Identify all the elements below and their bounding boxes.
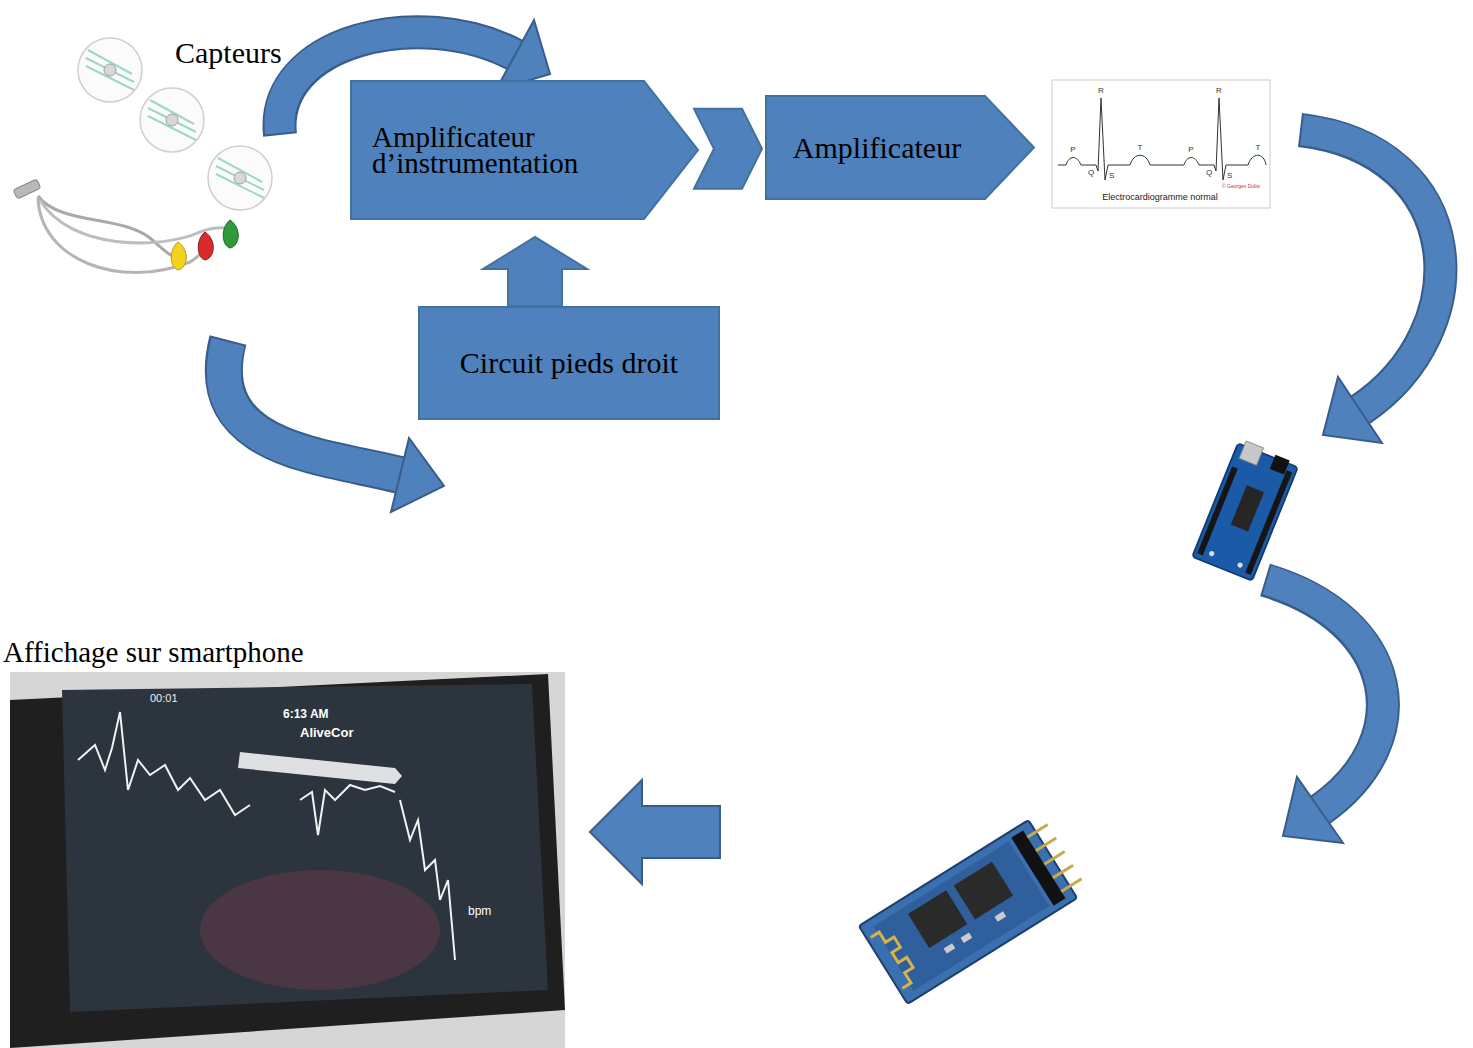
figure-text: P: [1070, 145, 1075, 154]
smartphone-photo: [10, 672, 565, 1048]
figure-text: R: [1216, 86, 1222, 95]
box-label: Circuit pieds droit: [460, 348, 678, 378]
figure-text: © Georges Dolisi: [1222, 184, 1260, 190]
caption-label: Affichage sur smartphone: [3, 636, 304, 669]
box-shape: [419, 307, 719, 419]
caption-label: bpm: [468, 905, 491, 919]
figure-text: R: [1098, 86, 1104, 95]
figure-text: Electrocardiogramme normal: [1102, 192, 1218, 202]
arduino-board: [1192, 438, 1300, 580]
figure-text: T: [1138, 143, 1143, 152]
box-label: Amplificateur: [793, 133, 961, 163]
figure-text: T: [1256, 143, 1261, 152]
ecg-picture: [1052, 80, 1270, 208]
figure-text: Q: [1206, 168, 1212, 177]
figure-text: P: [1188, 145, 1193, 154]
bluetooth-module: [859, 813, 1089, 1004]
block-arrow: [590, 780, 720, 884]
caption-label: 6:13 AM: [283, 708, 329, 722]
caption-label: AliveCor: [300, 726, 353, 741]
process-arrow-box: Amplificateur d’instrumentation: [350, 80, 699, 220]
caption-label: 00:01: [150, 692, 178, 705]
block-arrow: [694, 109, 762, 189]
process-arrow-box: Amplificateur: [765, 95, 1035, 200]
box-text-area: Amplificateur: [781, 95, 973, 200]
figure-text: S: [1227, 171, 1232, 180]
block-arrow: [483, 237, 587, 306]
box-text-area: Amplificateur d’instrumentation: [372, 80, 632, 220]
box-shape: [766, 96, 1034, 199]
curved-arrow: [1265, 580, 1383, 843]
electrode-cable: [13, 179, 238, 273]
curved-arrow: [224, 340, 444, 512]
figure-text: S: [1109, 171, 1114, 180]
box-label: Amplificateur d’instrumentation: [372, 124, 632, 176]
process-box: Circuit pieds droit: [418, 306, 720, 420]
box-shape: [351, 81, 698, 219]
figure-text: Q: [1088, 168, 1094, 177]
curved-arrow: [1300, 130, 1441, 443]
caption-label: Capteurs: [175, 36, 282, 71]
box-text-area: Circuit pieds droit: [434, 306, 704, 420]
